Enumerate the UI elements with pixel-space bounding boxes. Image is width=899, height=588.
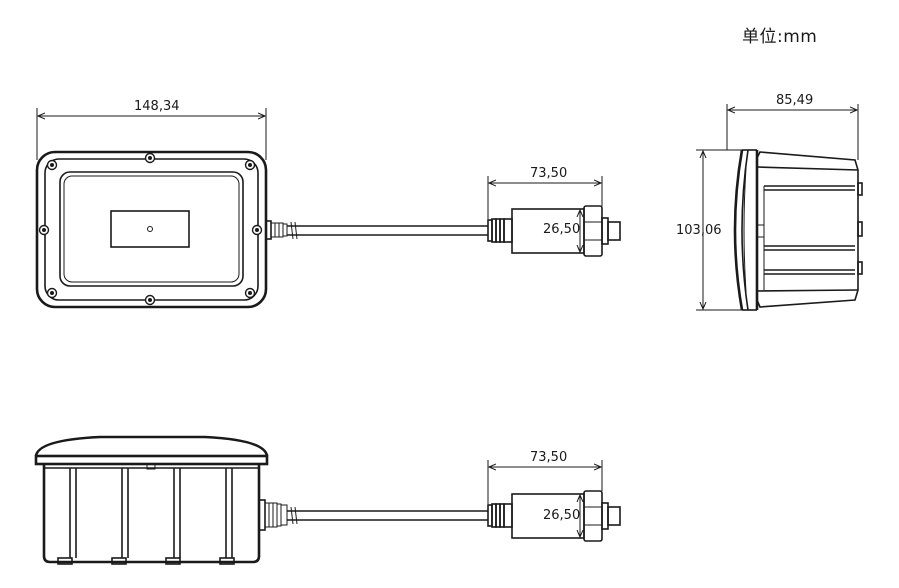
dim-bottom-cable-length: 73,50 — [487, 450, 603, 504]
dim-cable-length-label: 73,50 — [530, 166, 567, 181]
bottom-sensor — [487, 490, 621, 542]
dim-cable-length: 73,50 — [487, 166, 603, 219]
dim-sensor-dia-label: 26,50 — [543, 222, 580, 237]
bottom-cable-gland — [258, 499, 288, 531]
cable — [287, 221, 488, 240]
dim-depth-label: 85,49 — [776, 93, 813, 108]
dim-bottom-sensor-dia-label: 26,50 — [543, 508, 580, 523]
housing-feet — [57, 557, 235, 565]
screw-heads — [38, 152, 263, 306]
unit-label: 单位:mm — [742, 27, 818, 47]
front-view: 148,34 — [35, 99, 621, 309]
cable-gland — [265, 220, 288, 240]
side-view: 85,49 103,06 — [676, 93, 863, 311]
dim-height-label: 103,06 — [676, 223, 722, 238]
dim-height: 103,06 — [676, 149, 748, 311]
dim-width-label: 148,34 — [134, 99, 180, 114]
sensor — [487, 205, 621, 257]
dim-width: 148,34 — [36, 99, 267, 160]
housing-ribs — [69, 468, 233, 558]
dim-sensor-dia: 26,50 — [543, 210, 580, 252]
bottom-view: 73,50 26,50 — [34, 435, 621, 565]
dim-depth: 85,49 — [726, 93, 859, 160]
bottom-cable — [287, 506, 488, 525]
dim-bottom-sensor-dia: 26,50 — [543, 495, 580, 537]
dim-bottom-cable-length-label: 73,50 — [530, 450, 567, 465]
